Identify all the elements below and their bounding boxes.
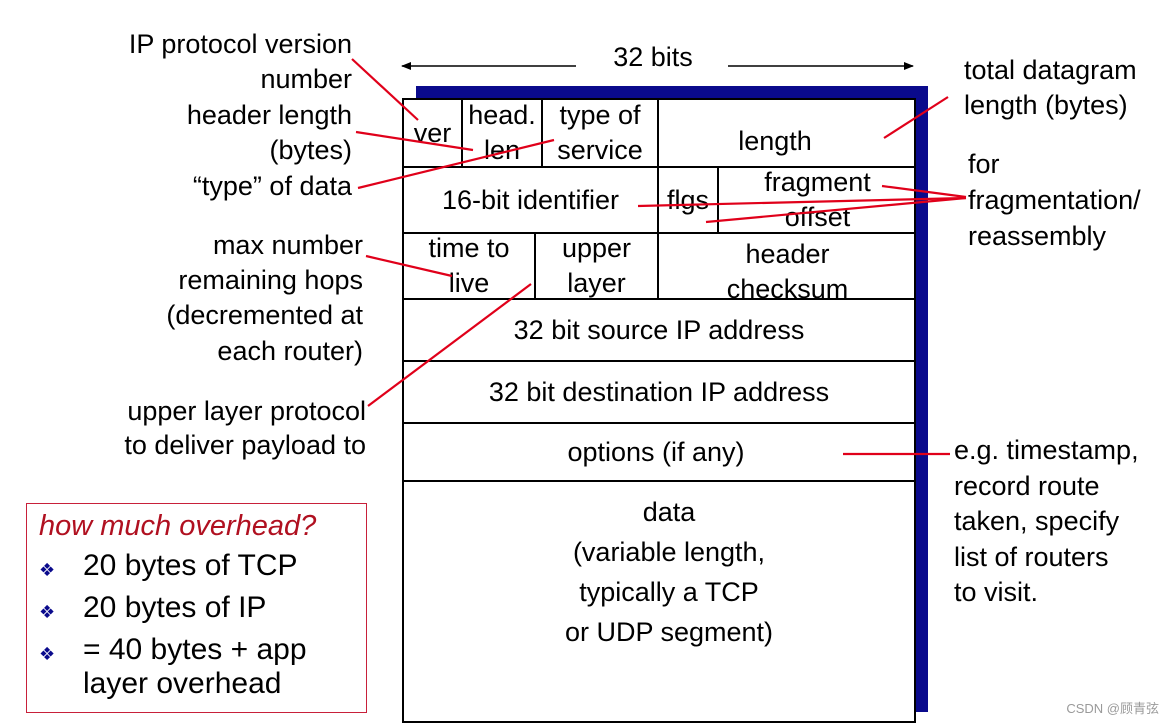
col-divider: [461, 100, 463, 166]
field-fragment-line2: offset: [784, 202, 851, 232]
label-fragmentation-line1: for: [968, 149, 1000, 179]
field-checksum-line1: header: [745, 239, 830, 269]
col-divider: [657, 100, 659, 166]
pointer-fragment-offset: [881, 184, 967, 199]
field-data-line1: data: [642, 497, 696, 527]
col-divider: [541, 100, 543, 166]
field-flags: flgs: [659, 168, 717, 232]
col-divider: [717, 166, 719, 232]
field-identifier-text: 16-bit identifier: [441, 184, 620, 215]
field-destination-address: 32 bit destination IP address: [404, 362, 914, 422]
label-protocol-line1: upper layer protocol: [127, 396, 366, 426]
row-divider: [404, 480, 914, 482]
overhead-title: how much overhead?: [39, 510, 317, 542]
field-options-text: options (if any): [567, 436, 745, 467]
overhead-item-4: layer overhead: [83, 667, 282, 700]
label-header-length-line1: header length: [186, 100, 352, 130]
label-options-line3: taken, specify: [954, 506, 1120, 536]
pointer-upper-layer: [367, 283, 532, 407]
field-data-line4: or UDP segment): [564, 617, 774, 647]
pointer-header-length: [355, 130, 474, 152]
label-version-line1: IP protocol version: [128, 29, 352, 59]
pointer-ttl: [365, 254, 453, 278]
label-header-length-line2: (bytes): [269, 135, 352, 165]
label-ttl-line3: (decremented at: [166, 300, 363, 330]
field-time-to-live: time to live: [404, 233, 534, 298]
field-flags-text: flgs: [666, 184, 710, 215]
label-ttl-line1: max number: [212, 230, 363, 260]
field-data: data (variable length, typically a TCP o…: [424, 492, 914, 652]
label-ttl-line2: remaining hops: [178, 265, 363, 295]
label-options-line2: record route: [954, 471, 1100, 501]
field-tos-line2: service: [557, 135, 643, 165]
field-data-line2: (variable length,: [572, 537, 766, 567]
pointer-identifier: [637, 196, 967, 208]
label-options-line4: list of routers: [954, 542, 1109, 572]
field-source-text: 32 bit source IP address: [513, 314, 805, 345]
field-checksum-line2: checksum: [726, 274, 849, 304]
label-protocol-line2: to deliver payload to: [124, 430, 366, 460]
label-fragmentation-line2: fragmentation/: [968, 185, 1141, 215]
col-divider: [657, 166, 659, 232]
width-label: 32 bits: [613, 42, 693, 72]
field-header-checksum: header checksum: [659, 238, 916, 306]
field-length-text: length: [738, 125, 812, 156]
overhead-item-1: 20 bytes of TCP: [83, 549, 298, 582]
bullet-icon: ❖: [39, 560, 56, 580]
label-options-line1: e.g. timestamp,: [954, 435, 1139, 465]
field-fragment-offset: fragment offset: [719, 167, 916, 232]
field-destination-text: 32 bit destination IP address: [488, 376, 830, 407]
row-divider: [404, 232, 914, 234]
label-version-line2: number: [260, 64, 352, 94]
label-total-length-line2: length (bytes): [964, 90, 1128, 120]
watermark: CSDN @顾青弦: [1066, 701, 1159, 716]
bullet-icon: ❖: [39, 644, 56, 664]
label-type-of-data: “type” of data: [192, 171, 352, 201]
field-upper-line2: layer: [567, 268, 626, 298]
field-options: options (if any): [404, 424, 908, 480]
field-data-line3: typically a TCP: [579, 577, 759, 607]
col-divider: [657, 232, 659, 298]
overhead-box: how much overhead? ❖ 20 bytes of TCP ❖ 2…: [26, 503, 367, 713]
field-length: length: [659, 100, 891, 182]
label-fragmentation-line3: reassembly: [968, 221, 1107, 251]
pointer-flags: [705, 196, 967, 224]
field-header-length-line1: head.: [468, 100, 536, 130]
field-type-of-service: type of service: [543, 100, 657, 166]
pointer-type-of-service: [357, 138, 555, 190]
overhead-item-2: 20 bytes of IP: [83, 591, 267, 624]
row-divider: [404, 298, 914, 300]
pointer-total-length: [883, 96, 949, 139]
field-ttl-line2: live: [448, 268, 490, 298]
label-total-length-line1: total datagram: [964, 55, 1137, 85]
label-options-line5: to visit.: [954, 577, 1039, 607]
row-divider: [404, 422, 914, 424]
ip-header-diagram: ver head. len type of service length 16-…: [402, 98, 916, 723]
field-upper-line1: upper: [561, 233, 632, 263]
field-tos-line1: type of: [559, 100, 641, 130]
bullet-icon: ❖: [39, 602, 56, 622]
col-divider: [534, 232, 536, 298]
field-fragment-line1: fragment: [764, 167, 871, 197]
field-identifier: 16-bit identifier: [404, 168, 657, 232]
label-ttl-line4: each router): [217, 336, 363, 366]
field-upper-layer: upper layer: [536, 233, 657, 298]
pointer-version: [351, 58, 419, 121]
field-source-address: 32 bit source IP address: [404, 300, 914, 360]
row-divider: [404, 166, 914, 168]
overhead-item-3: = 40 bytes + app: [83, 633, 307, 666]
row-divider: [404, 360, 914, 362]
field-ttl-line1: time to: [428, 233, 510, 263]
